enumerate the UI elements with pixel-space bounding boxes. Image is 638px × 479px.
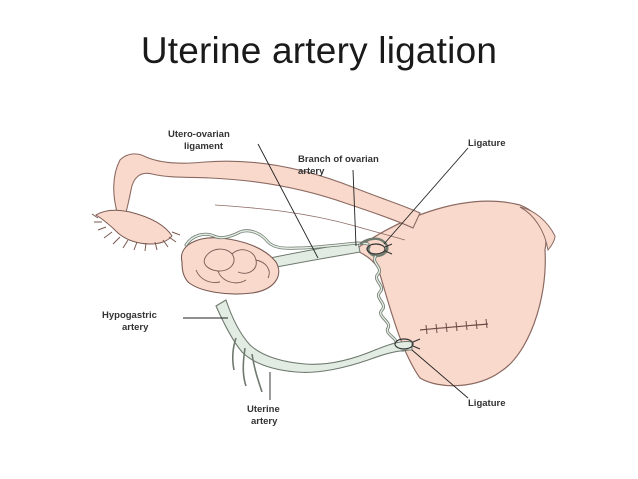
- uterine-incision: [419, 323, 489, 331]
- label-hypogastric-line2: artery: [122, 322, 149, 333]
- label-ligature-top: Ligature: [468, 138, 505, 149]
- ligature-bottom-knot: [394, 338, 421, 350]
- leader-lines: [183, 143, 469, 400]
- mesosalpinx: [214, 204, 406, 241]
- fallopian-tube: [113, 153, 421, 229]
- ligature-top-knot: [366, 243, 393, 255]
- incision-sutures: [425, 318, 488, 335]
- label-utero-ovarian-line2: ligament: [184, 141, 224, 152]
- utero-ovarian-ligament: [269, 241, 361, 269]
- ovary-follicles: [195, 248, 270, 284]
- label-uterine-line1: Uterine: [247, 404, 280, 415]
- label-branch-ovarian-line1: Branch of ovarian: [298, 154, 379, 165]
- slide-title: Uterine artery ligation: [140, 30, 498, 71]
- ovary: [181, 237, 280, 295]
- fimbriae: [91, 209, 181, 252]
- label-branch-ovarian-line2: artery: [298, 166, 325, 177]
- uterus: [353, 200, 547, 387]
- label-utero-ovarian-line1: Utero-ovarian: [168, 129, 230, 140]
- uterine-horn: [519, 206, 556, 252]
- label-uterine-line2: artery: [251, 416, 278, 427]
- label-hypogastric-line1: Hypogastric: [102, 310, 157, 321]
- label-ligature-bottom: Ligature: [468, 398, 505, 409]
- hypogastric-branches: [231, 337, 263, 393]
